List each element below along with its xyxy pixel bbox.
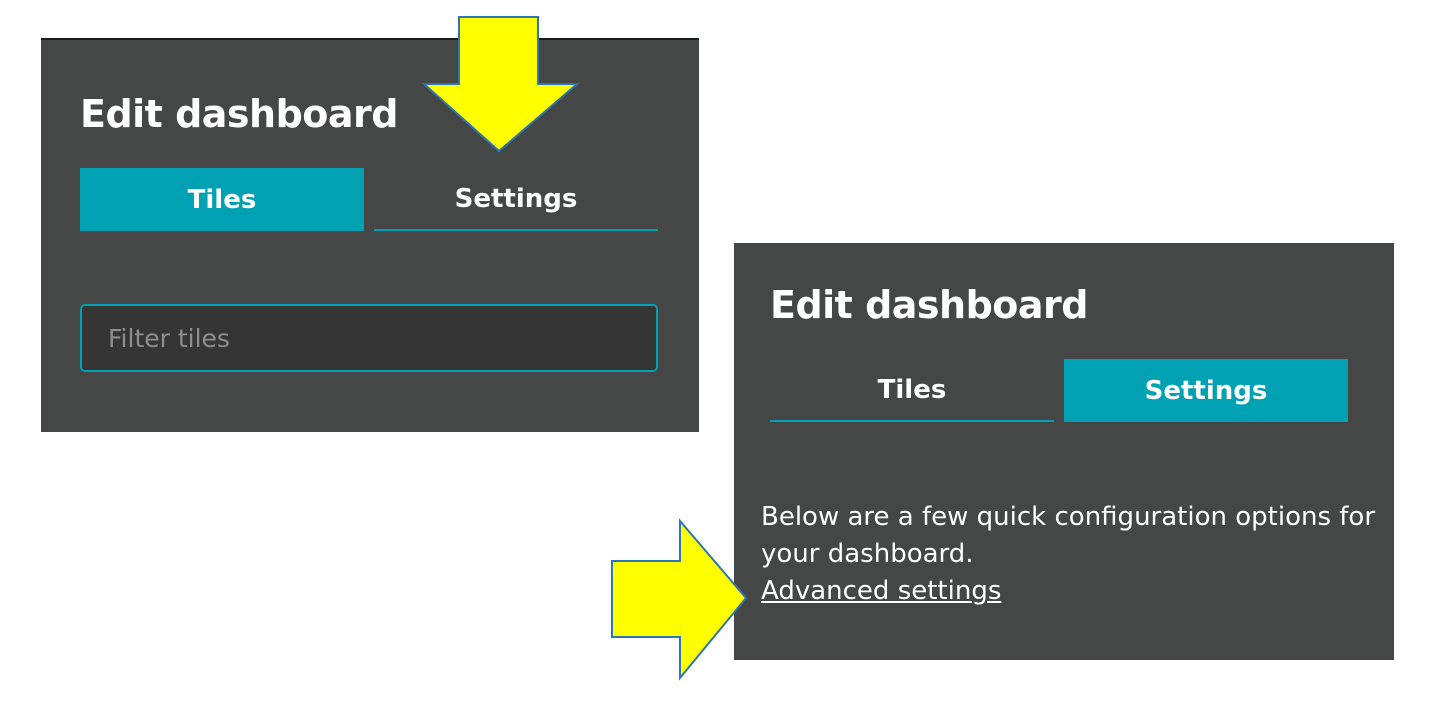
tab-settings[interactable]: Settings xyxy=(1064,359,1348,422)
advanced-settings-link[interactable]: Advanced settings xyxy=(761,576,1002,606)
settings-description: Below are a few quick configuration opti… xyxy=(761,502,1376,569)
edit-dashboard-panel-tiles: Edit dashboard Tiles Settings xyxy=(41,38,699,432)
edit-dashboard-panel-settings: Edit dashboard Tiles Settings Below are … xyxy=(734,243,1394,660)
panel-title: Edit dashboard xyxy=(770,283,1089,327)
arrow-down-icon xyxy=(421,16,580,153)
tab-tiles[interactable]: Tiles xyxy=(770,359,1054,422)
panel-title: Edit dashboard xyxy=(80,92,399,136)
filter-tiles-input[interactable] xyxy=(80,304,658,372)
tab-tiles[interactable]: Tiles xyxy=(80,168,364,231)
arrow-right-icon xyxy=(611,518,748,681)
tab-settings[interactable]: Settings xyxy=(374,168,658,231)
settings-description-block: Below are a few quick configuration opti… xyxy=(761,499,1381,610)
